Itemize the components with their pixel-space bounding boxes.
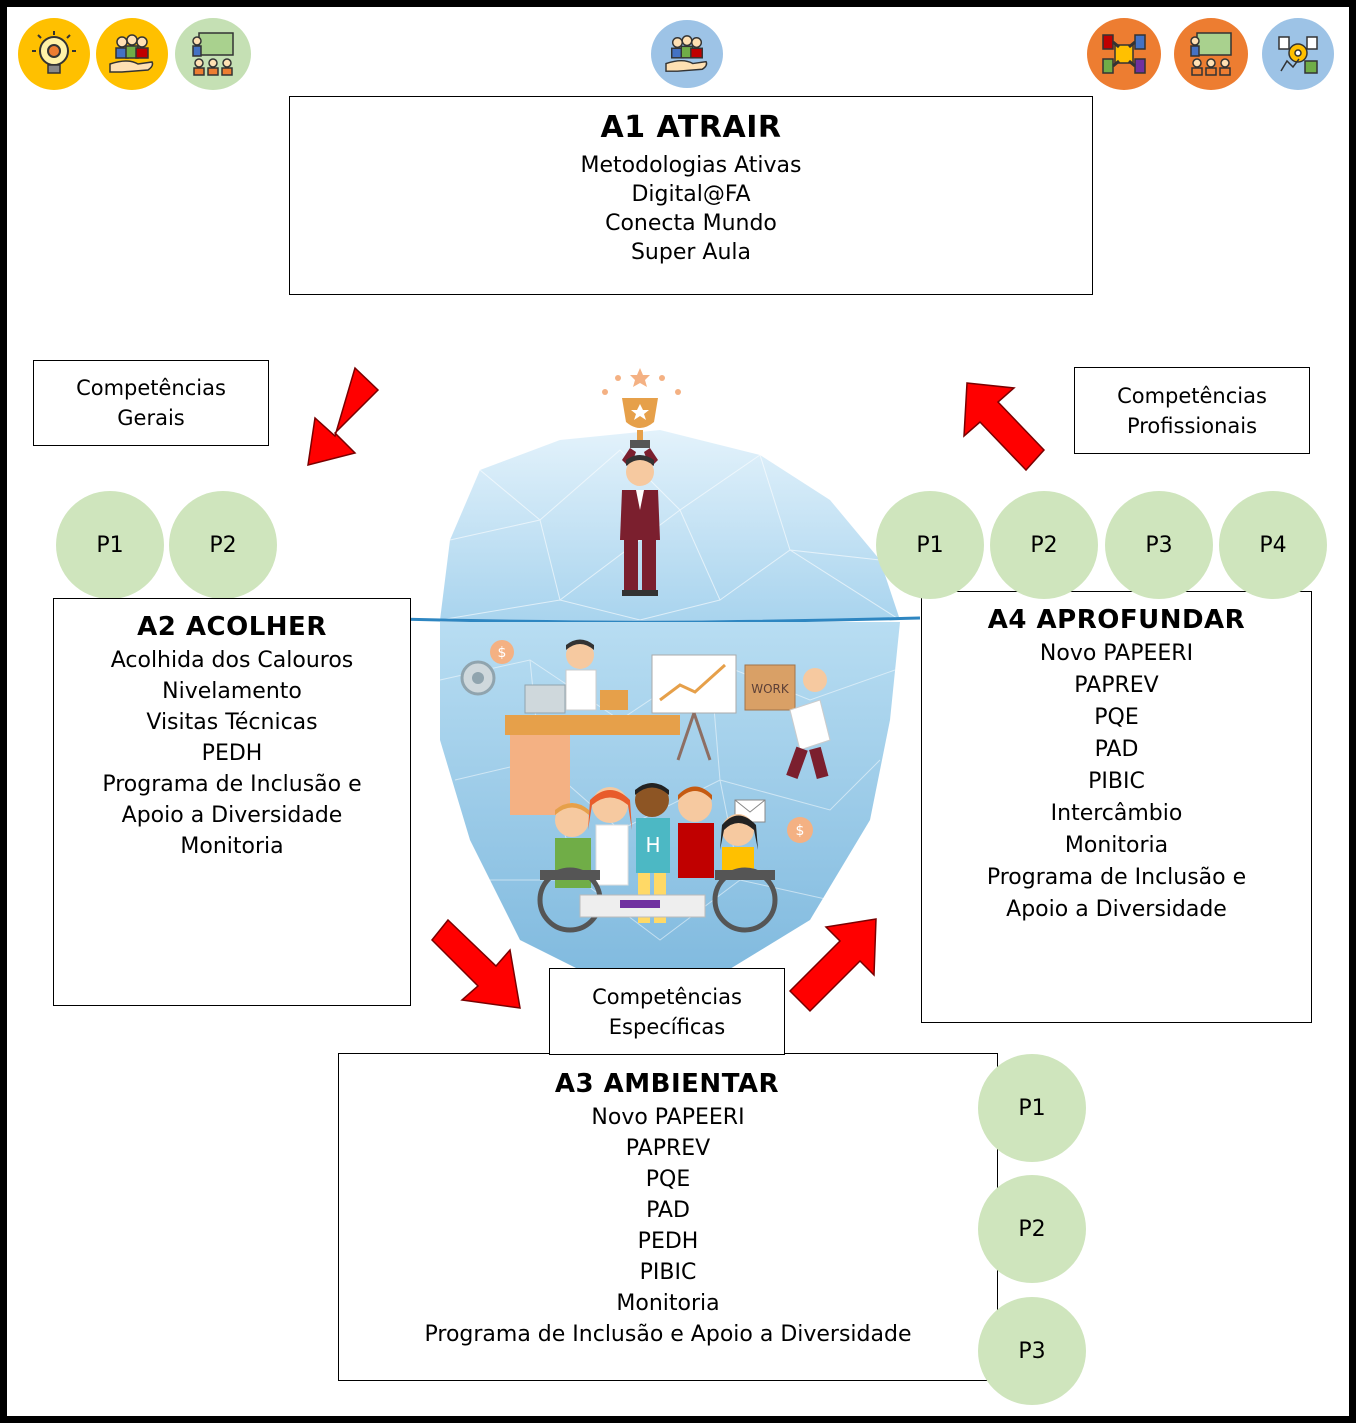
svg-text:$: $: [796, 823, 805, 839]
a4-circle-label: P1: [916, 532, 944, 558]
competencias-especificas-line1: Competências: [592, 984, 742, 1009]
competencias-profissionais-box: Competências Profissionais: [1074, 367, 1310, 454]
a4-item: PIBIC: [1088, 769, 1145, 794]
a4-circle-label: P3: [1145, 532, 1173, 558]
a3-item: PAPREV: [625, 1136, 711, 1161]
a3-item: Novo PAPEERI: [591, 1105, 745, 1130]
a1-item: Conecta Mundo: [605, 211, 777, 236]
a3-circle-label: P1: [1018, 1095, 1046, 1121]
a2-item: Programa de Inclusão e: [102, 772, 362, 797]
a3-circle-label: P3: [1018, 1338, 1046, 1364]
a3-item: Monitoria: [616, 1291, 720, 1316]
a1-item: Metodologias Ativas: [580, 153, 802, 178]
a1-title: A1 ATRAIR: [600, 110, 782, 145]
competencias-profissionais-line1: Competências: [1117, 383, 1267, 408]
competencias-especificas-line2: Específicas: [608, 1014, 726, 1039]
a4-circle-p4: P4: [1219, 491, 1327, 599]
arrow-down-right: [430, 918, 521, 1009]
arrow-down-left: [307, 366, 380, 467]
a2-acolher-box: A2 ACOLHER Acolhida dos Calouros Nivelam…: [53, 598, 411, 1006]
a4-circle-p2: P2: [990, 491, 1098, 599]
a2-item: Apoio a Diversidade: [121, 803, 343, 828]
competencias-gerais-line2: Gerais: [117, 406, 185, 430]
teamwork-hands-icon: [1087, 18, 1161, 90]
lightbulb-gear-icon: [18, 18, 90, 90]
a4-circle-p1: P1: [876, 491, 984, 599]
a4-item: Apoio a Diversidade: [1006, 897, 1227, 922]
competencias-especificas-box: Competências Específicas: [549, 968, 785, 1055]
team-hand-icon: [96, 18, 168, 90]
a3-item: PIBIC: [639, 1260, 697, 1285]
a2-circle-label: P2: [209, 532, 237, 558]
a1-item: Super Aula: [630, 240, 752, 265]
a4-item: Programa de Inclusão e: [986, 865, 1247, 890]
a2-item: Acolhida dos Calouros: [110, 648, 354, 673]
team-hand-icon: [651, 20, 723, 88]
svg-text:$: $: [498, 645, 507, 661]
a1-atrair-box: A1 ATRAIR Metodologias Ativas Digital@FA…: [289, 96, 1093, 295]
a4-circle-label: P4: [1259, 532, 1287, 558]
a4-item: PAD: [1094, 737, 1139, 762]
a3-title: A3 AMBIENTAR: [554, 1069, 780, 1099]
strategy-board-icon: [1262, 18, 1334, 90]
a3-item: PEDH: [637, 1229, 699, 1254]
a3-item: PQE: [645, 1167, 691, 1192]
work-box-label: WORK: [751, 682, 790, 696]
a2-circle-p2: P2: [169, 491, 277, 599]
a4-item: PAPREV: [1074, 673, 1159, 698]
a4-item: Monitoria: [1064, 833, 1169, 858]
a4-circle-p3: P3: [1105, 491, 1213, 599]
a2-circle-label: P1: [96, 532, 124, 558]
a3-circle-p2: P2: [978, 1175, 1086, 1283]
competencias-gerais-box: Competências Gerais: [33, 360, 269, 446]
a2-title: A2 ACOLHER: [137, 612, 327, 642]
a2-item: Visitas Técnicas: [146, 710, 318, 735]
competencias-profissionais-line2: Profissionais: [1126, 413, 1258, 438]
a4-aprofundar-box: A4 APROFUNDAR Novo PAPEERI PAPREV PQE PA…: [921, 591, 1312, 1023]
a4-title: A4 APROFUNDAR: [987, 605, 1246, 635]
a3-item: PAD: [646, 1198, 690, 1223]
a1-item: Digital@FA: [631, 182, 751, 207]
a2-circle-p1: P1: [56, 491, 164, 599]
a3-ambientar-box: A3 AMBIENTAR Novo PAPEERI PAPREV PQE PAD…: [338, 1053, 998, 1381]
a4-item: Intercâmbio: [1050, 801, 1183, 826]
arrow-up-right: [788, 918, 877, 1013]
a3-circle-p3: P3: [978, 1297, 1086, 1405]
a3-item: Programa de Inclusão e Apoio a Diversida…: [424, 1322, 912, 1347]
a2-item: Nivelamento: [162, 679, 302, 704]
presentation-audience-icon: [1174, 18, 1248, 90]
a4-item: Novo PAPEERI: [1039, 641, 1194, 666]
a3-circle-p1: P1: [978, 1054, 1086, 1162]
a2-item: PEDH: [201, 741, 263, 766]
a4-item: PQE: [1094, 705, 1139, 730]
presentation-audience-icon: [175, 18, 251, 90]
a4-circle-label: P2: [1030, 532, 1058, 558]
competencias-gerais-line1: Competências: [76, 376, 226, 400]
a3-circle-label: P2: [1018, 1216, 1046, 1242]
iceberg-illustration: $ WORK $ H: [359, 368, 921, 985]
arrow-up-left: [963, 382, 1046, 472]
a2-item: Monitoria: [180, 834, 284, 859]
svg-text:H: H: [645, 833, 660, 857]
